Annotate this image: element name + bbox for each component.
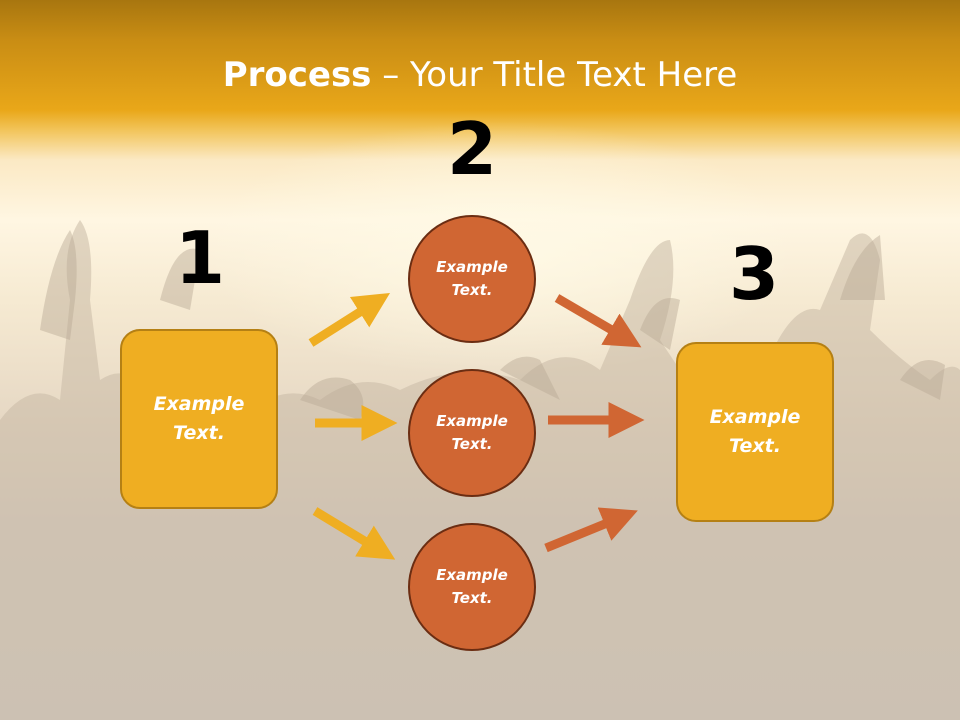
circle-bottom: Example Text. <box>408 523 536 651</box>
circle-middle-text-line2: Text. <box>451 435 493 453</box>
circle-middle: Example Text. <box>408 369 536 497</box>
circle-top-text-line1: Example <box>436 258 508 276</box>
circle-bottom-text-line1: Example <box>436 566 508 584</box>
circle-bottom-text-line2: Text. <box>451 589 493 607</box>
step-1-text-line2: Text. <box>173 422 225 444</box>
circle-top-text-line2: Text. <box>451 281 493 299</box>
circle-middle-text-line1: Example <box>436 412 508 430</box>
arrow-bottom-to-3-icon <box>544 507 638 553</box>
step-number-1: 1 <box>174 216 226 300</box>
step-3-box: Example Text. <box>676 342 834 522</box>
circle-top: Example Text. <box>408 215 536 343</box>
arrow-1-to-bottom-icon <box>312 507 396 560</box>
step-1-text-line1: Example <box>153 393 245 415</box>
step-number-3: 3 <box>728 232 780 316</box>
step-1-box: Example Text. <box>120 329 278 509</box>
slide-title: Process – Your Title Text Here <box>0 54 960 96</box>
step-number-2: 2 <box>446 107 498 191</box>
step-3-text-line2: Text. <box>729 435 781 457</box>
step-3-text-line1: Example <box>709 406 801 428</box>
arrow-1-to-top-icon <box>308 292 391 347</box>
title-rest: – Your Title Text Here <box>371 55 738 95</box>
title-bold: Process <box>222 55 372 95</box>
arrow-top-to-3-icon <box>554 294 642 348</box>
